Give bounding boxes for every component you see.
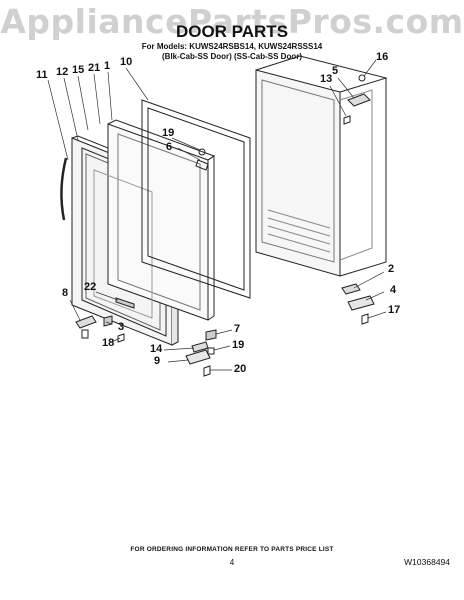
callout-10: 10 (120, 56, 133, 68)
page-number: 4 (229, 558, 235, 567)
part-3 (103, 315, 113, 327)
page-title: DOOR PARTS (175, 22, 289, 41)
callout-4: 4 (390, 284, 397, 296)
models-line: For Models: KUWS24RSBS14, KUWS24RSSS14 (141, 42, 323, 51)
door-handle (60, 157, 68, 221)
screw-18 (117, 333, 125, 343)
door-inner-liner (107, 119, 216, 321)
callout-1: 1 (104, 60, 111, 72)
callout-16: 16 (376, 51, 389, 63)
bracket-6 (195, 159, 209, 171)
label-22 (115, 297, 135, 309)
document-number: W10368494 (404, 557, 450, 567)
callout-21: 21 (88, 62, 101, 74)
cabinet (255, 55, 388, 277)
screw-19b (207, 347, 215, 355)
screw-19 (198, 148, 206, 156)
part-2 (341, 283, 361, 295)
callout-8: 8 (62, 287, 69, 299)
callout-12: 12 (56, 66, 69, 78)
callout-9: 9 (154, 355, 161, 367)
callout-3: 3 (118, 321, 125, 333)
screw-16 (358, 74, 366, 82)
callout-19b: 19 (232, 339, 245, 351)
hinge-body (81, 329, 89, 339)
part-9 (185, 349, 211, 365)
callout-13: 13 (320, 73, 333, 85)
screw-20 (203, 365, 211, 377)
callout-6: 6 (166, 141, 173, 153)
hinge-5 (347, 93, 371, 107)
callout-7: 7 (234, 323, 241, 335)
callout-22: 22 (84, 281, 97, 293)
models-variant-line: (Blk-Cab-SS Door) (SS-Cab-SS Door) (162, 52, 302, 61)
part-7 (205, 329, 217, 341)
watermark: AppliancePartsPros.com (0, 2, 464, 41)
glass-pane (93, 169, 153, 319)
callout-11: 11 (36, 69, 48, 81)
ordering-note: FOR ORDERING INFORMATION REFER TO PARTS … (130, 546, 334, 553)
callout-18: 18 (102, 337, 115, 349)
callout-19: 19 (162, 127, 175, 139)
callout-14: 14 (150, 343, 163, 355)
screw-17 (361, 313, 369, 325)
callout-2: 2 (388, 263, 395, 275)
callout-15: 15 (72, 64, 85, 76)
callout-20: 20 (234, 363, 247, 375)
callout-5: 5 (332, 65, 339, 77)
callout-17: 17 (388, 304, 401, 316)
door-gasket (141, 99, 251, 299)
hinge-8 (75, 315, 97, 329)
part-13 (343, 115, 351, 125)
